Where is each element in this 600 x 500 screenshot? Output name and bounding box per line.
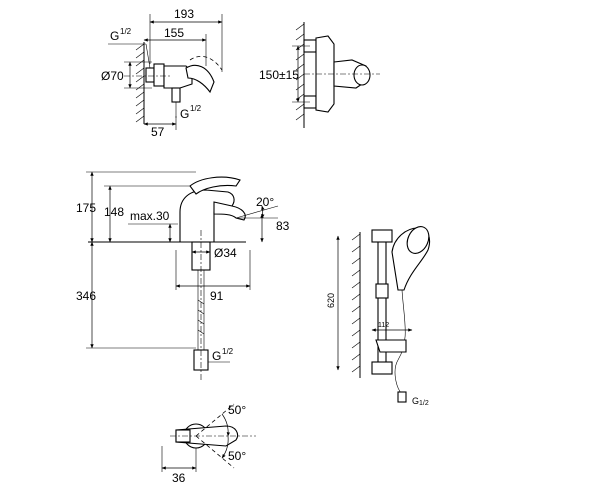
lever-top-view: 50° 50° 36 xyxy=(161,403,256,485)
dim-36: 36 xyxy=(172,471,186,485)
wall-mixer-front-view: 150±15 xyxy=(259,22,380,128)
angle-bottom: 50° xyxy=(228,449,246,463)
dim-620: 620 xyxy=(326,293,336,308)
dim-193: 193 xyxy=(174,7,194,21)
dim-max30: max.30 xyxy=(130,209,170,223)
thread-frac-bottom: 1/2 xyxy=(190,104,202,113)
dim-150: 150±15 xyxy=(259,68,299,82)
basin-mixer-view: 175 148 max.30 20° 83 Ø34 346 91 G 1/2 xyxy=(76,171,290,380)
dim-diam70: Ø70 xyxy=(101,69,124,83)
thread-frac-top: 1/2 xyxy=(120,27,132,36)
thread-label-bottom: G xyxy=(180,107,189,121)
dim-diam34: Ø34 xyxy=(214,246,237,260)
dim-112: 112 xyxy=(378,322,389,329)
shower-rail-view: 620 112 G 1/2 xyxy=(326,226,431,407)
dim-175: 175 xyxy=(76,201,96,215)
dim-148: 148 xyxy=(104,205,124,219)
basin-thread-frac: 1/2 xyxy=(222,347,234,356)
dim-20deg: 20° xyxy=(256,195,274,209)
dim-91: 91 xyxy=(210,289,224,303)
thread-label-top: G xyxy=(110,29,119,43)
dim-57: 57 xyxy=(151,125,165,139)
basin-thread-label: G xyxy=(212,349,221,363)
dim-346: 346 xyxy=(76,289,96,303)
shower-thread-frac: 1/2 xyxy=(419,400,429,407)
dim-155: 155 xyxy=(164,26,184,40)
shower-thread-label: G xyxy=(412,396,419,406)
angle-top: 50° xyxy=(228,403,246,417)
dim-83: 83 xyxy=(276,219,290,233)
wall-mixer-side-view: 193 155 G 1/2 Ø70 57 G 1/2 xyxy=(101,7,223,139)
